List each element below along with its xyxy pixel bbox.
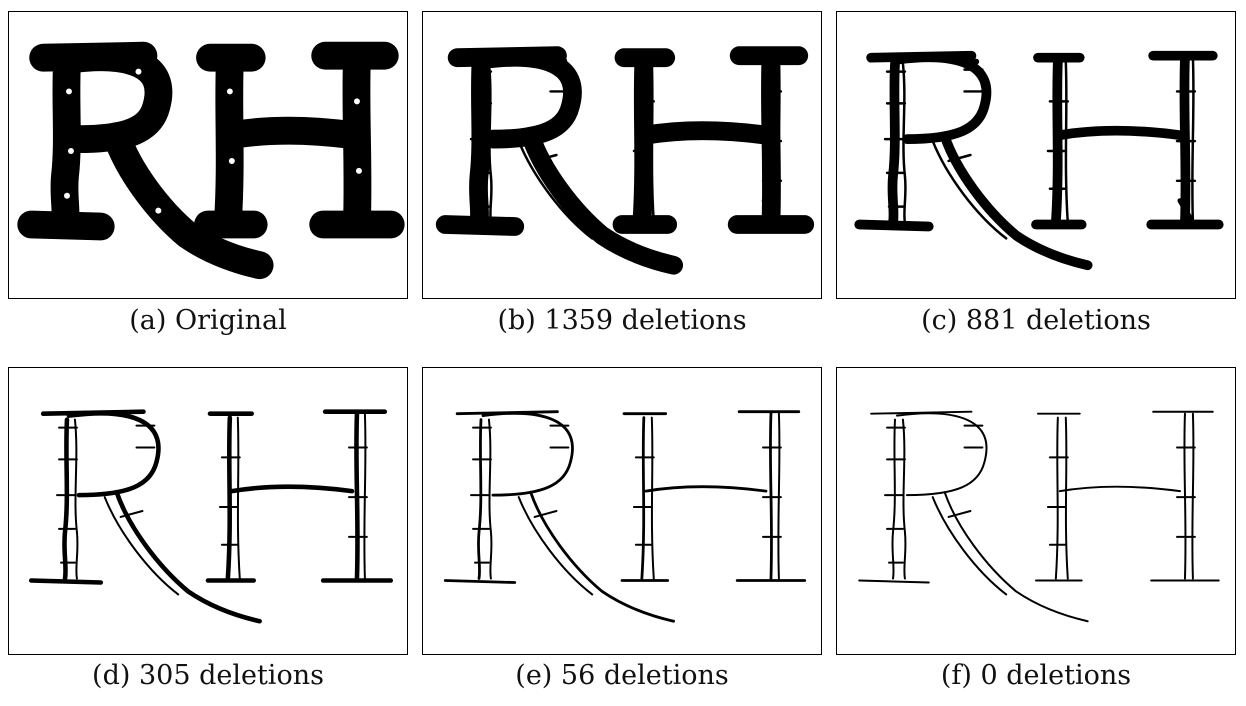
skeleton-outline [1064, 60, 1070, 224]
rh-glyph [443, 410, 807, 623]
glyph-stroke [768, 412, 773, 580]
glyph-stroke [636, 121, 776, 145]
glyph-stroke [50, 49, 81, 237]
skeleton-outline [517, 139, 594, 240]
skeleton-outline [103, 496, 180, 596]
panel-e-image [422, 367, 822, 655]
glyph-stroke [342, 43, 372, 237]
speckle [353, 98, 360, 105]
glyph-stroke [854, 219, 934, 232]
residual-blob [525, 50, 568, 67]
rh-glyph [858, 410, 1220, 623]
residual-blob [941, 52, 980, 65]
speckle [228, 157, 235, 164]
panel-c-image [836, 11, 1236, 299]
glyph-stroke [225, 415, 233, 581]
speckle [155, 207, 162, 214]
rh-glyph [28, 409, 394, 624]
glyph-stroke [469, 54, 491, 232]
residual-blob [1177, 198, 1196, 226]
glyph-stroke [1058, 485, 1181, 493]
skeleton-outline [650, 60, 656, 224]
glyph-stroke [943, 491, 1089, 623]
skeleton-outline [931, 496, 1008, 596]
skeleton-rung [947, 153, 972, 163]
panel-f-image [836, 367, 1236, 655]
glyph-stroke [1054, 416, 1059, 580]
glyph-stroke [62, 417, 70, 581]
speckle [135, 68, 142, 75]
rh-glyph [854, 50, 1224, 271]
glyph-stroke [354, 411, 360, 581]
caption-f: (f) 0 deletions [940, 660, 1132, 691]
glyph-stroke [640, 416, 646, 580]
skeleton-outline [487, 418, 493, 580]
skeleton-outline [1191, 56, 1195, 224]
glyph-stroke [1179, 52, 1191, 228]
glyph-stroke [17, 210, 115, 241]
glyph-stroke [102, 122, 274, 280]
skeleton-outline [517, 496, 594, 596]
panel-d-image [8, 367, 408, 655]
glyph-stroke [644, 485, 768, 493]
residual-blob [592, 226, 627, 251]
glyph-stroke [1054, 125, 1185, 141]
glyph-stroke [1050, 56, 1063, 228]
skeleton-outline [777, 56, 781, 224]
skeleton-outline [931, 139, 1008, 240]
speckle [64, 192, 70, 199]
glyph-stroke [887, 58, 900, 228]
caption-e: (e) 56 deletions [515, 660, 729, 691]
rh-glyph [435, 46, 815, 275]
caption-c: (c) 881 deletions [921, 305, 1151, 336]
skeleton-outline [236, 416, 241, 580]
glyph-stroke [858, 579, 930, 584]
residual-blob [1008, 227, 1039, 249]
glyph-stroke [114, 489, 262, 624]
speckle [65, 88, 72, 95]
skeleton-rung [533, 510, 558, 518]
glyph-stroke [443, 579, 517, 584]
glyph-stroke [529, 490, 676, 623]
speckle [355, 167, 362, 174]
speckle [67, 148, 74, 155]
residual-blob [761, 196, 784, 227]
panel-b-image [422, 11, 822, 299]
skeleton-rung [533, 153, 558, 163]
rh-glyph [17, 41, 405, 280]
skeleton-outline [901, 62, 907, 224]
glyph-stroke [891, 418, 896, 580]
caption-b: (b) 1359 deletions [497, 305, 747, 336]
glyph-stroke [1183, 412, 1187, 580]
skeleton-outline [487, 62, 493, 224]
caption-a: (a) Original [129, 305, 287, 336]
skeleton-outline [363, 412, 367, 580]
glyph-stroke [229, 484, 355, 494]
glyph-stroke [28, 578, 104, 585]
skeleton-outline [1064, 416, 1069, 580]
caption-d: (d) 305 deletions [92, 660, 324, 691]
glyph-stroke [477, 418, 483, 580]
skeleton-outline [901, 418, 907, 580]
skeleton-rung [119, 510, 144, 518]
glyph-stroke [435, 215, 525, 236]
skeleton-rung [947, 510, 972, 518]
glyph-stroke [481, 412, 574, 497]
skeleton-outline [650, 416, 655, 580]
glyph-stroke [895, 412, 988, 497]
glyph-stroke [217, 116, 366, 150]
glyph-stroke [66, 411, 161, 498]
skeleton-outline [73, 418, 79, 580]
panel-a-image [8, 11, 408, 299]
skeleton-outline [1191, 412, 1195, 580]
speckle [226, 88, 233, 95]
skeleton-outline [777, 412, 781, 580]
